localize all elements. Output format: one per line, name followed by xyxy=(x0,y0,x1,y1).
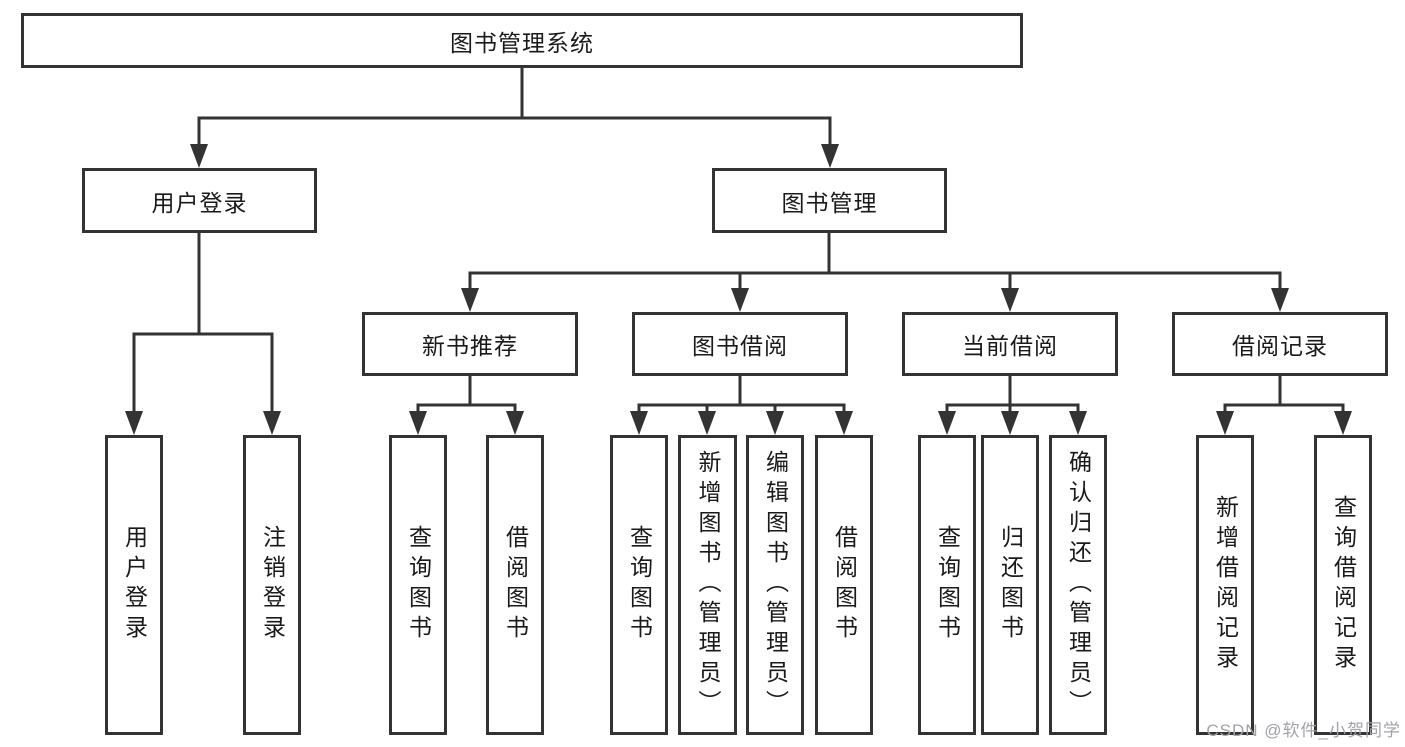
leaf-borrow-book-recommend: 借阅图书 xyxy=(486,435,544,735)
leaf-edit-book-admin: 编辑图书（管理员） xyxy=(746,435,804,735)
leaf-add-book-admin: 新增图书（管理员） xyxy=(678,435,737,735)
node-book-management: 图书管理 xyxy=(712,168,947,233)
leaf-return-book: 归还图书 xyxy=(981,435,1039,735)
leaf-confirm-return-admin: 确认归还（管理员） xyxy=(1049,435,1107,735)
node-user-login: 用户登录 xyxy=(82,168,317,233)
node-borrow-record: 借阅记录 xyxy=(1172,312,1388,376)
node-new-book-recommend: 新书推荐 xyxy=(362,312,578,376)
leaf-user-login: 用户登录 xyxy=(105,435,163,735)
leaf-logout: 注销登录 xyxy=(243,435,301,735)
leaf-query-borrow-record: 查询借阅记录 xyxy=(1314,435,1372,735)
node-book-borrow: 图书借阅 xyxy=(632,312,848,376)
watermark: CSDN @软件_小贺同学 xyxy=(1206,721,1401,740)
leaf-query-book-recommend: 查询图书 xyxy=(389,435,447,735)
node-root: 图书管理系统 xyxy=(21,13,1023,68)
leaf-borrow-book: 借阅图书 xyxy=(815,435,873,735)
node-current-borrow: 当前借阅 xyxy=(902,312,1118,376)
leaf-query-book-current: 查询图书 xyxy=(918,435,976,735)
leaf-query-book-borrow: 查询图书 xyxy=(610,435,668,735)
leaf-add-borrow-record: 新增借阅记录 xyxy=(1196,435,1254,735)
